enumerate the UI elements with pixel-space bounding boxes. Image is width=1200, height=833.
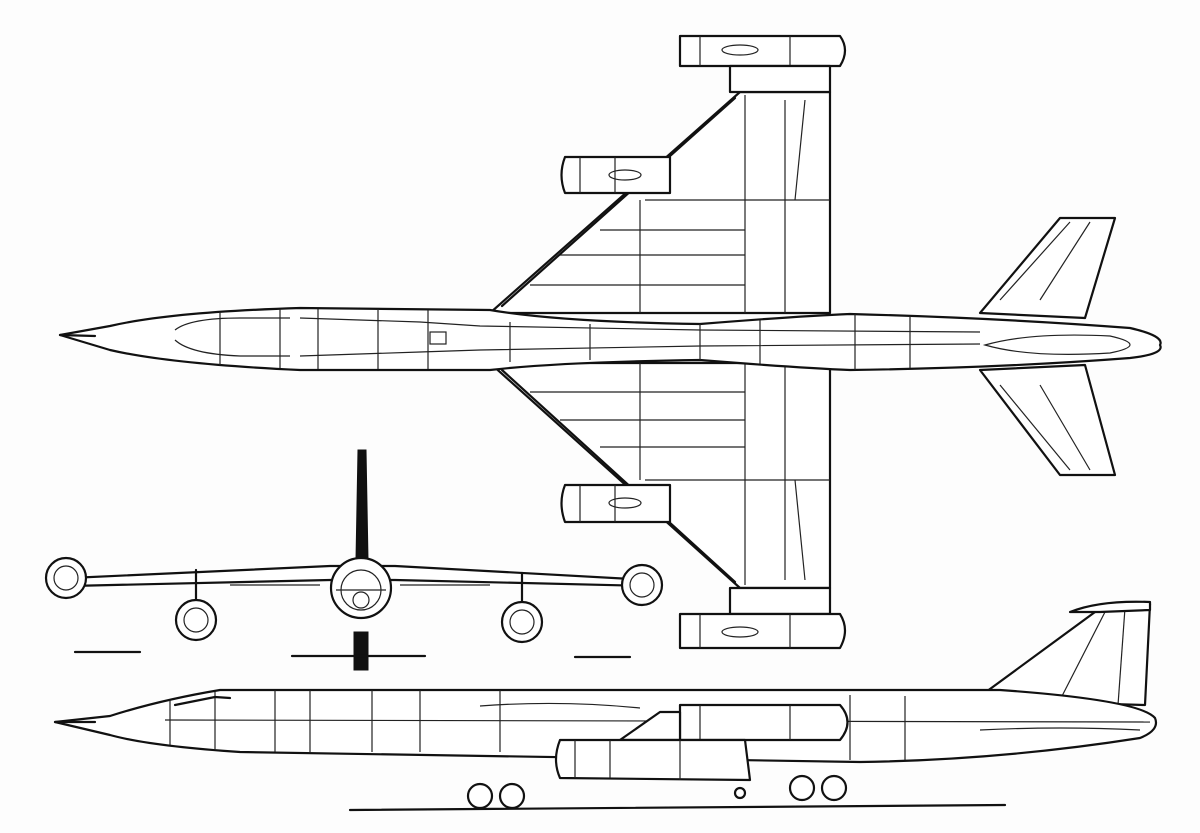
front-view bbox=[44, 449, 664, 671]
top-view-tailplane bbox=[978, 216, 1117, 477]
top-view-lower-wing bbox=[488, 361, 832, 590]
top-view bbox=[58, 34, 1162, 650]
side-view bbox=[53, 600, 1158, 812]
top-view-upper-wing bbox=[488, 90, 832, 315]
top-view-fuselage bbox=[58, 306, 1162, 372]
top-view-engines bbox=[560, 34, 847, 650]
